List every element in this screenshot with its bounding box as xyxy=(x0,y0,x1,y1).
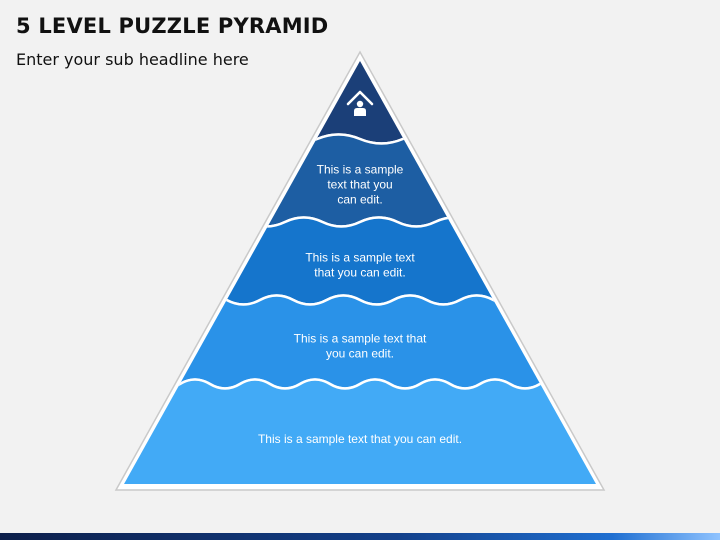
level-2-text-line: can edit. xyxy=(337,193,382,207)
level-1-piece xyxy=(124,61,596,145)
level-4-text-line: This is a sample text that xyxy=(294,332,427,346)
slide-subtitle: Enter your sub headline here xyxy=(16,50,249,69)
level-3-text-line: This is a sample text xyxy=(305,251,415,265)
bottom-accent-bar xyxy=(0,533,720,540)
home-user-icon xyxy=(346,90,374,116)
level-2-text-line: This is a sample xyxy=(317,163,404,177)
slide-title: 5 LEVEL PUZZLE PYRAMID xyxy=(16,14,329,38)
level-4-text-line: you can edit. xyxy=(326,347,394,361)
level-2-text-line: text that you xyxy=(327,178,392,192)
level-3-text-line: that you can edit. xyxy=(314,266,405,280)
level-5-text-line: This is a sample text that you can edit. xyxy=(258,432,462,446)
